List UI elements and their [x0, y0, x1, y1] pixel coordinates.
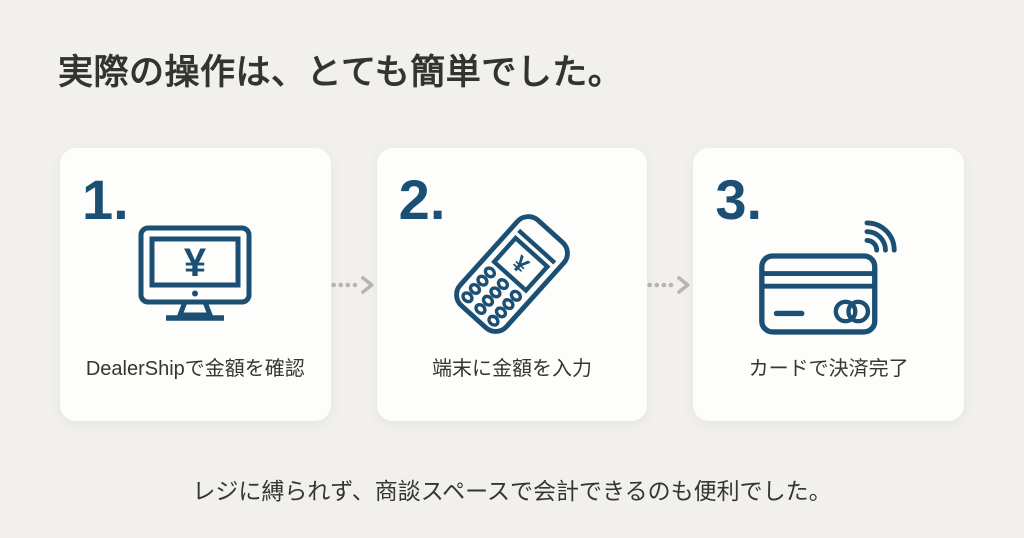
- page-title: 実際の操作は、とても簡単でした。: [58, 53, 624, 92]
- yen-symbol: ¥: [184, 241, 207, 285]
- payment-terminal-icon: ¥: [377, 206, 648, 342]
- monitor-yen-icon: ¥: [60, 206, 331, 342]
- step-2-label: 端末に金額を入力: [432, 358, 592, 380]
- step-1-number: 1.: [82, 168, 129, 231]
- footer-note: レジに縛られず、商談スペースで会計できるのも便利でした。: [192, 478, 832, 504]
- step-card-3: 3. カードで決済完了: [693, 148, 965, 421]
- contactless-card-icon: [693, 206, 964, 342]
- step-card-2: 2. ¥: [376, 148, 648, 421]
- dotted-arrow-icon: [331, 273, 377, 297]
- monitor-yen-svg: ¥: [138, 225, 252, 321]
- steps-row: 1. ¥ DealerShipで金額を確認: [60, 148, 965, 421]
- step-3-number: 3.: [715, 168, 763, 231]
- step-card-1: 1. ¥ DealerShipで金額を確認: [60, 148, 331, 421]
- payment-terminal-svg: ¥: [454, 214, 570, 334]
- dotted-arrow-icon: [647, 273, 693, 297]
- step-2-number: 2.: [398, 168, 446, 231]
- step-3-label: カードで決済完了: [748, 358, 909, 380]
- step-1-label: DealerShipで金額を確認: [85, 358, 305, 380]
- contactless-card-svg: [758, 219, 897, 335]
